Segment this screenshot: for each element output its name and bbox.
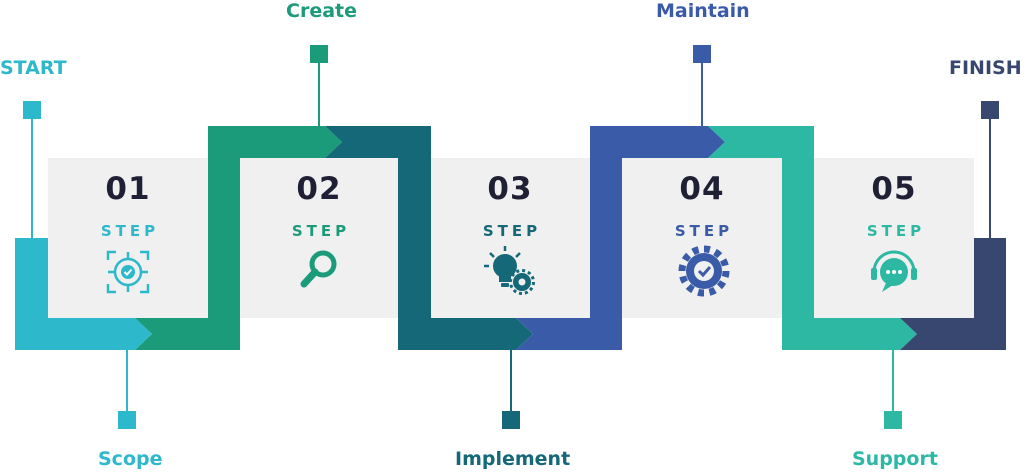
magnifier-icon <box>300 250 337 288</box>
label-maintain: Maintain <box>656 0 750 22</box>
step-number-4: 04 <box>679 171 725 207</box>
step-panel-2 <box>240 158 398 318</box>
path-segment-maintain <box>516 126 725 350</box>
step-number-3: 03 <box>487 171 533 207</box>
label-scope: Scope <box>98 448 163 470</box>
step-number-1: 01 <box>105 171 151 207</box>
marker-support <box>884 411 902 429</box>
support-chat-icon <box>871 250 917 292</box>
step-number-5: 05 <box>871 171 917 207</box>
step-word-2: STEP <box>291 222 351 240</box>
target-check-icon <box>106 250 150 294</box>
path-segment-create <box>135 126 342 350</box>
marker-scope <box>118 411 136 429</box>
label-create: Create <box>286 0 357 22</box>
marker-implement <box>502 411 520 429</box>
step-word-1: STEP <box>100 222 160 240</box>
step-panel-5 <box>814 158 974 318</box>
path-segment-implement <box>325 126 533 350</box>
step-number-2: 02 <box>296 171 342 207</box>
marker-maintain <box>693 45 711 63</box>
lightbulb-gear-icon <box>484 246 535 295</box>
step-panel-3 <box>430 158 590 318</box>
marker-finish <box>981 101 999 119</box>
step-word-3: STEP <box>482 222 542 240</box>
label-start: START <box>0 57 67 79</box>
marker-start <box>23 101 41 119</box>
step-word-4: STEP <box>674 222 734 240</box>
gear-check-icon <box>678 245 730 297</box>
label-implement: Implement <box>455 448 571 470</box>
path-segment-start <box>15 238 152 350</box>
label-support: Support <box>852 448 938 470</box>
path-segment-support <box>708 126 917 350</box>
label-finish: FINISH <box>949 57 1022 79</box>
path-segment-finish <box>900 238 1006 350</box>
step-word-5: STEP <box>866 222 926 240</box>
marker-create <box>310 45 328 63</box>
